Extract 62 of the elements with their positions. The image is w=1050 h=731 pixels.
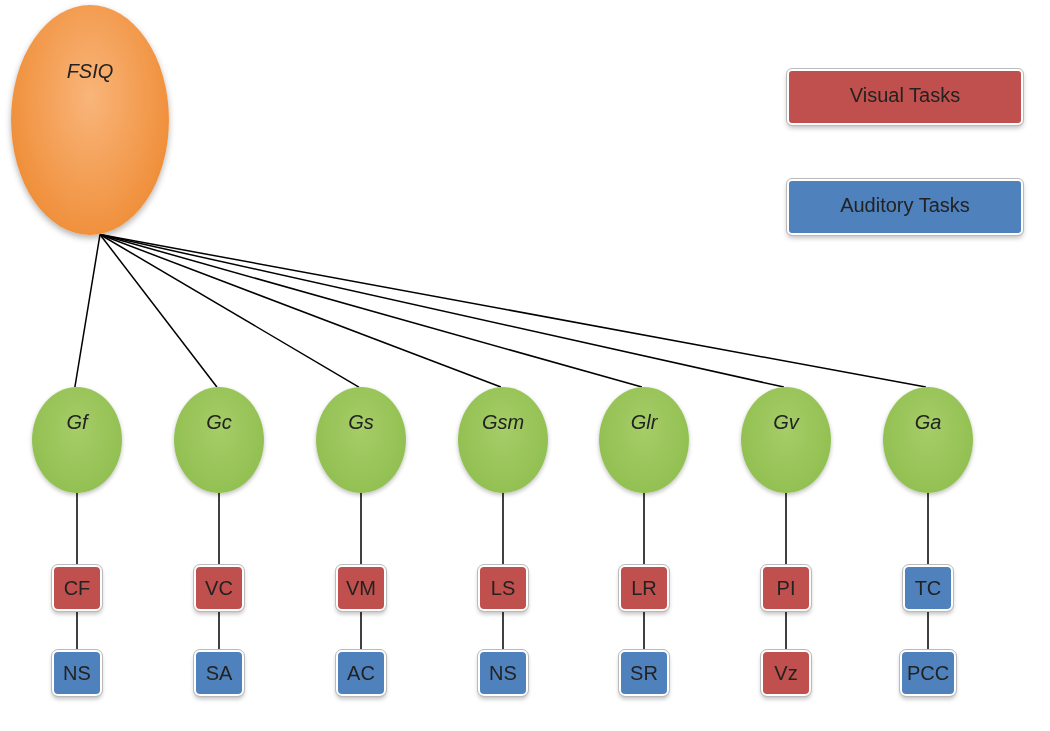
legend-label: Auditory Tasks	[839, 194, 971, 217]
connector-line	[785, 492, 787, 566]
node-label: Gs	[348, 411, 374, 434]
node-label: Ga	[914, 411, 942, 434]
task-box	[619, 565, 669, 611]
task-box	[478, 565, 528, 611]
task-box	[52, 650, 102, 696]
node-label: Vz	[774, 661, 798, 685]
task-box	[761, 565, 811, 611]
node-label: Gsm	[481, 411, 525, 434]
node-label: LR	[631, 576, 657, 600]
node-label: PI	[776, 576, 796, 600]
task-box	[194, 650, 244, 696]
connector-line	[99, 233, 218, 388]
connector-line	[643, 492, 645, 566]
node-label: SA	[205, 661, 233, 685]
legend-label: Visual Tasks	[848, 84, 962, 107]
connector-line	[927, 610, 929, 651]
task-box	[52, 565, 102, 611]
factor-ellipse	[174, 387, 264, 493]
connector-line	[99, 233, 360, 388]
connector-line	[218, 610, 220, 651]
node-label: Gf	[66, 411, 88, 434]
factor-ellipse	[32, 387, 122, 493]
connector-line	[76, 610, 78, 651]
connector-line	[502, 610, 504, 651]
factor-ellipse	[741, 387, 831, 493]
connector-line	[502, 492, 504, 566]
node-label: TC	[914, 576, 942, 600]
factor-ellipse	[458, 387, 548, 493]
node-label: PCC	[906, 661, 950, 685]
node-label: Glr	[630, 411, 658, 434]
connector-line	[76, 492, 78, 566]
task-box	[619, 650, 669, 696]
task-box	[194, 565, 244, 611]
task-box	[336, 565, 386, 611]
task-box	[336, 650, 386, 696]
connector-line	[785, 610, 787, 651]
factor-ellipse	[599, 387, 689, 493]
task-box	[900, 650, 956, 696]
node-label: NS	[63, 661, 91, 685]
node-label: FSIQ	[66, 60, 114, 83]
connector-line	[360, 610, 362, 651]
node-label: LS	[490, 576, 516, 600]
task-box	[478, 650, 528, 696]
connector-line	[360, 492, 362, 566]
task-box	[761, 650, 811, 696]
node-label: Gc	[206, 411, 232, 434]
node-label: VM	[346, 576, 376, 600]
factor-ellipse	[316, 387, 406, 493]
task-box	[903, 565, 953, 611]
node-label: AC	[347, 661, 375, 685]
connector-line	[218, 492, 220, 566]
connector-line	[643, 610, 645, 651]
connector-line	[927, 492, 929, 566]
node-label: SR	[630, 661, 658, 685]
node-label: VC	[205, 576, 233, 600]
connector-line	[74, 233, 101, 388]
node-label: CF	[63, 576, 91, 600]
factor-ellipse	[883, 387, 973, 493]
node-label: Gv	[773, 411, 799, 434]
node-label: NS	[489, 661, 517, 685]
